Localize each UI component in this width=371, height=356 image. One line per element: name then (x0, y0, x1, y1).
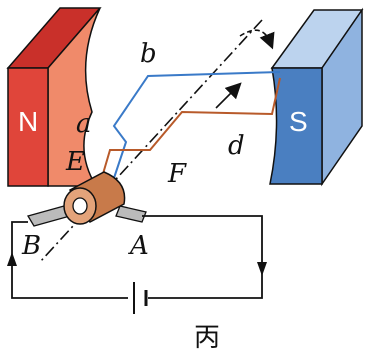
commutator-axle-hole (72, 197, 88, 215)
current-arrow-right (257, 262, 267, 276)
label-F: F (167, 159, 187, 189)
commutator (27, 171, 147, 227)
north-magnet-front (7, 67, 49, 187)
label-b: b (140, 39, 157, 69)
brush-a (115, 205, 147, 223)
rotation-direction-arrow (239, 29, 275, 50)
coil-side-cd (99, 77, 281, 185)
north-magnet: N (6, 7, 102, 187)
figure-caption: 丙 (194, 323, 220, 353)
label-d: d (228, 131, 245, 161)
south-magnet-front (269, 67, 323, 185)
label-a: a (76, 109, 92, 139)
south-pole-label: S (289, 106, 308, 137)
current-arrow-left (7, 252, 17, 266)
label-E: E (65, 147, 85, 177)
coil-side-ab (109, 71, 281, 191)
label-B: B (21, 231, 41, 261)
coil (99, 71, 281, 191)
south-magnet: S (269, 7, 364, 187)
label-A: A (128, 231, 149, 261)
circuit-wire-right (142, 215, 263, 299)
current-direction-arrow (215, 82, 242, 109)
external-circuit (7, 215, 267, 314)
north-pole-label: N (18, 106, 38, 137)
north-magnet-inner-face (47, 7, 101, 187)
